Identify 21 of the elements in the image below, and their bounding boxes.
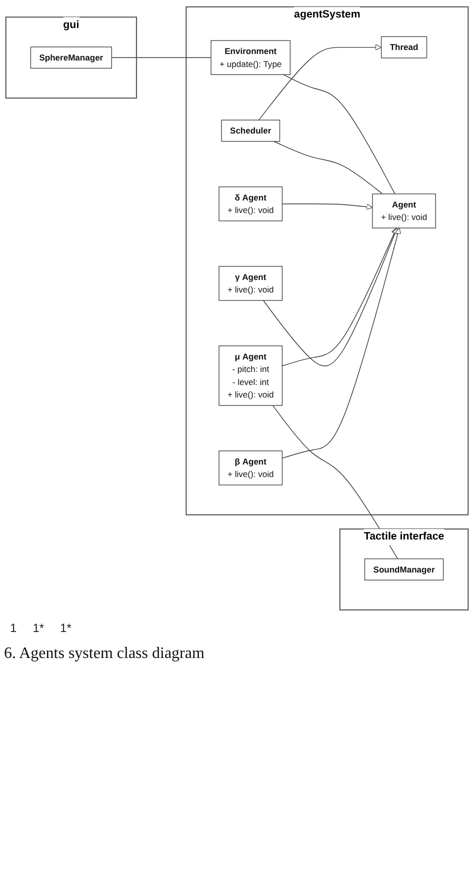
figure-caption: 6. Agents system class diagram (3, 644, 206, 663)
node-box: Thread (380, 36, 428, 58)
node-box: Scheduler (221, 120, 280, 142)
multiplicity-label: 1 (10, 620, 17, 635)
node-box: Agent + live(): void (372, 194, 436, 228)
multiplicity-label: 1* (32, 620, 44, 635)
node-box: γ Agent + live(): void (218, 266, 283, 301)
node-box: β Agent + live(): void (218, 450, 283, 486)
node-box: Environment + update(): Type (210, 40, 291, 75)
connector (274, 141, 383, 194)
multiplicity-label: 1* (60, 620, 72, 635)
node-box: SphereManager (30, 46, 112, 69)
node-box: δ Agent + live(): void (218, 186, 283, 222)
connector (272, 405, 398, 560)
arrow (282, 204, 373, 210)
arrow (282, 228, 401, 459)
node-box: μ Agent - pitch: int - level: int + live(): void (218, 345, 283, 406)
connector (111, 57, 212, 58)
node-box: SoundManager (364, 558, 444, 580)
arrow (258, 44, 382, 120)
connector (283, 74, 396, 194)
